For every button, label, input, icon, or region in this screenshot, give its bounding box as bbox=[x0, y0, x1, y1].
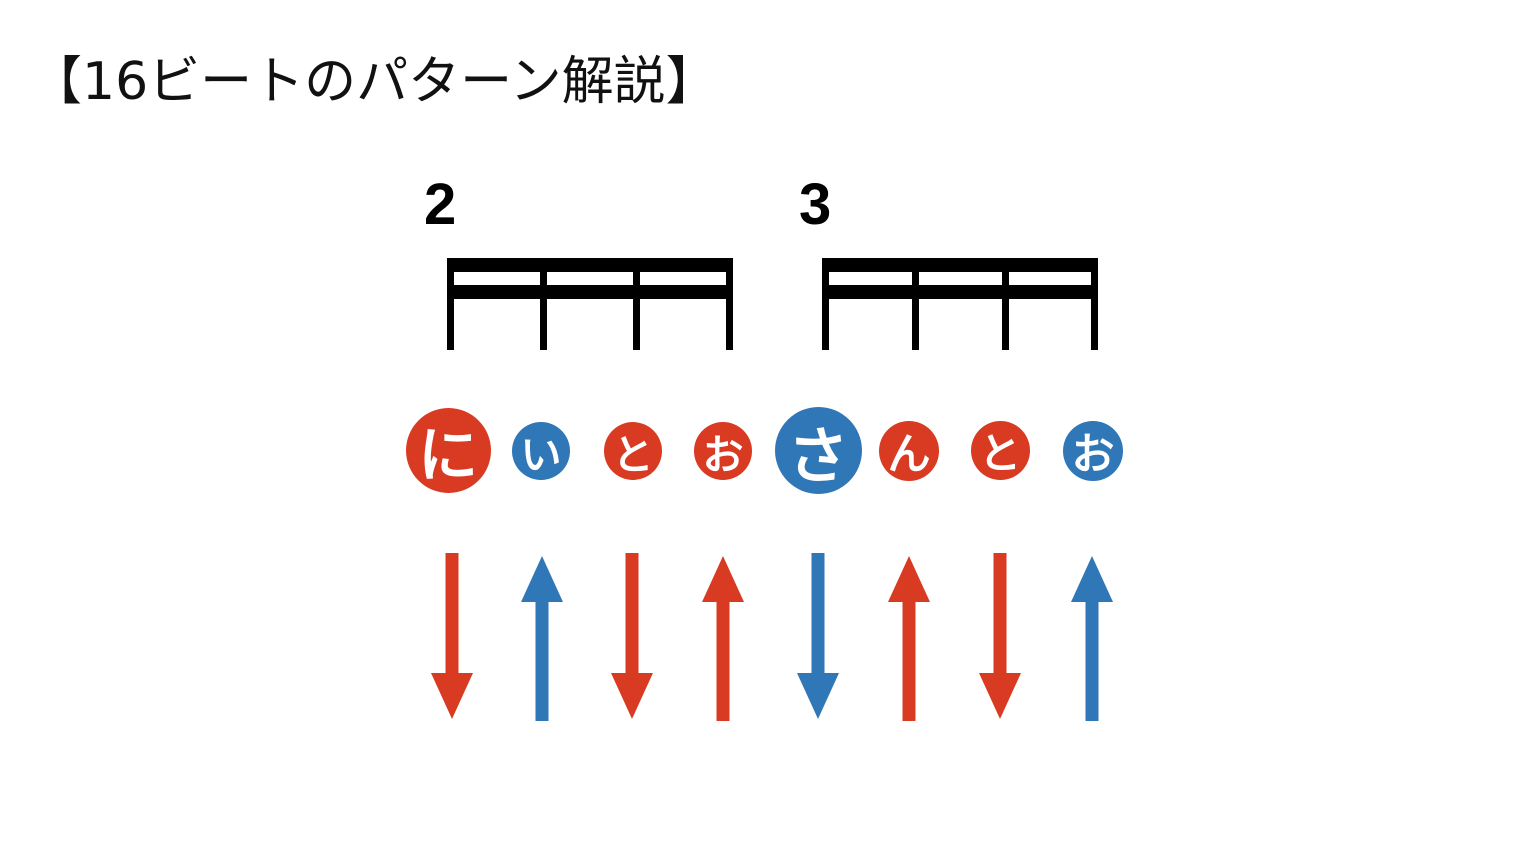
note-stem bbox=[726, 258, 733, 350]
beat-number-2: 2 bbox=[424, 172, 457, 237]
strum-arrow-up bbox=[1071, 556, 1113, 721]
note-stem bbox=[540, 258, 547, 350]
strum-arrow-up bbox=[521, 556, 563, 721]
page-title: 【16ビートのパターン解説】 bbox=[30, 52, 718, 112]
syllable-badge: に bbox=[405, 408, 491, 493]
strum-arrow-down bbox=[611, 553, 653, 719]
beam-upper bbox=[822, 258, 1098, 272]
syllable-badge: さ bbox=[774, 407, 862, 494]
beam-lower bbox=[447, 285, 733, 299]
syllable-row: にいとおさんとお bbox=[0, 0, 1536, 494]
strum-arrow-down bbox=[979, 553, 1021, 719]
syllable-badge: と bbox=[970, 421, 1030, 480]
note-stem bbox=[633, 258, 640, 350]
beam-lower bbox=[822, 285, 1098, 299]
syllable-badge: い bbox=[512, 421, 570, 480]
strum-arrow-down bbox=[431, 553, 473, 719]
syllable-badge: お bbox=[694, 421, 752, 480]
note-stem bbox=[912, 258, 919, 350]
syllable-badge: ん bbox=[879, 420, 939, 481]
arrow-row bbox=[0, 0, 1536, 721]
note-stem bbox=[1002, 258, 1009, 350]
note-stem bbox=[1091, 258, 1098, 350]
note-group-1 bbox=[447, 258, 733, 352]
beam-upper bbox=[447, 258, 733, 272]
note-stem bbox=[822, 258, 829, 350]
syllable-badge: お bbox=[1063, 420, 1123, 481]
strum-arrow-down bbox=[797, 553, 839, 719]
beat-number-3: 3 bbox=[799, 172, 832, 237]
strum-arrow-up bbox=[888, 556, 930, 721]
strum-arrow-up bbox=[702, 556, 744, 721]
note-stem bbox=[447, 258, 454, 350]
syllable-badge: と bbox=[604, 421, 662, 480]
note-group-2 bbox=[822, 258, 1098, 352]
